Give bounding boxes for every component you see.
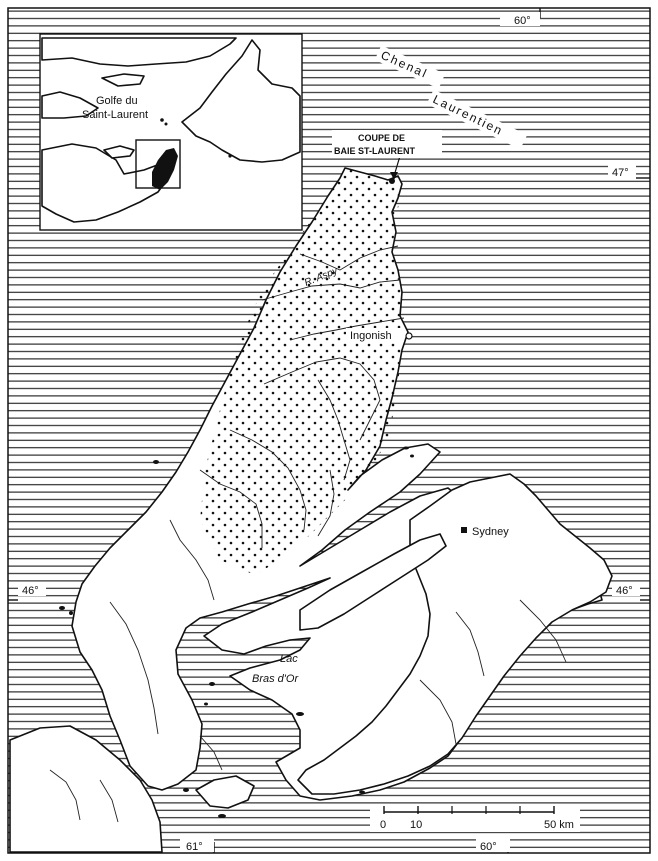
lat-46-left: 46° <box>22 585 39 597</box>
graticule: 60° 47° 46° 46° 61° 60° <box>8 8 650 853</box>
inset-label-line2: Saint-Laurent <box>82 109 148 121</box>
sydney-marker <box>461 527 467 533</box>
lac-label-line1: Lac <box>280 653 298 665</box>
scale-tick-0: 0 <box>380 819 386 831</box>
lat-47: 47° <box>612 167 629 179</box>
lon-60-top: 60° <box>514 15 531 27</box>
inset-locator-box <box>135 139 181 189</box>
eastern-landmass <box>297 473 613 795</box>
section-marker <box>389 178 395 184</box>
mainland-corner <box>9 725 163 853</box>
coupe-label-line2: BAIE ST-LAURENT <box>334 146 416 156</box>
ingonish-label: Ingonish <box>350 330 392 342</box>
map-frame <box>7 7 651 854</box>
southwest-landmass <box>195 775 255 809</box>
scale-bar: 0 10 50 km <box>370 806 580 832</box>
scale-tick-10: 10 <box>410 819 422 831</box>
scale-tick-50: 50 km <box>544 819 574 831</box>
sydney-label: Sydney <box>472 526 509 538</box>
lon-60-bottom: 60° <box>480 841 497 853</box>
lon-61-bottom: 61° <box>186 841 203 853</box>
coupe-label-line1: COUPE DE <box>358 133 405 143</box>
lat-46-right: 46° <box>616 585 633 597</box>
lac-label-line2: Bras d'Or <box>252 673 299 685</box>
boularderie-island <box>299 533 447 631</box>
ingonish-marker <box>405 332 413 340</box>
inset-label-line1: Golfe du <box>96 95 138 107</box>
inset-map: Golfe du Saint-Laurent <box>39 33 303 231</box>
section-pointer-head <box>390 172 398 180</box>
